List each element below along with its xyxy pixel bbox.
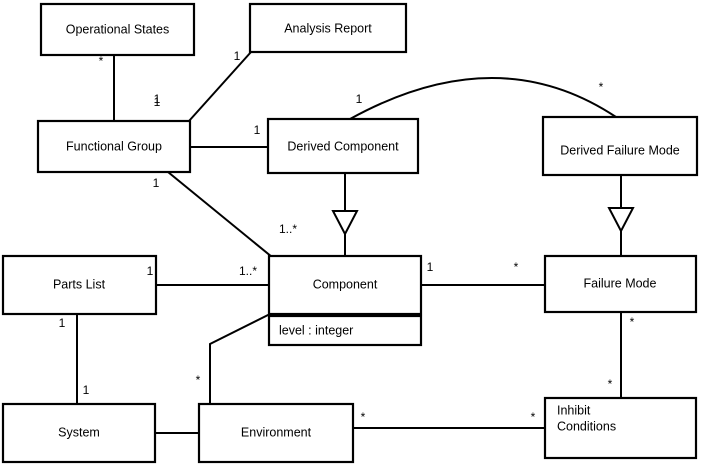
class-box-inhibit-conditions[interactable]: Inhibit Conditions — [543, 396, 698, 460]
association-derived-component-derived-failure-mode — [349, 77, 617, 120]
multiplicity-environment-to-inhibit: * — [361, 410, 366, 424]
class-box-analysis-report[interactable]: Analysis Report — [248, 2, 408, 54]
class-name-derived-failure-mode: Derived Failure Mode — [560, 143, 680, 157]
multiplicity-component-to-failure-mode: 1 — [427, 260, 434, 274]
multiplicity-operational-states-star: * — [99, 54, 104, 68]
class-name-parts-list: Parts List — [53, 277, 106, 291]
class-box-parts-list[interactable]: Parts List — [1, 254, 158, 316]
class-name-operational-states: Operational States — [66, 22, 170, 36]
multiplicity-failure-mode-from-component: * — [514, 260, 519, 274]
multiplicity-analysis-report-one: 1 — [234, 49, 241, 63]
class-box-functional-group[interactable]: Functional Group — [36, 119, 192, 174]
multiplicity-system-to-parts-list: 1 — [83, 383, 90, 397]
multiplicity-environment-to-component: * — [196, 373, 201, 387]
generalization-derived-failure-mode-failure-mode — [607, 175, 635, 256]
class-name-environment: Environment — [241, 425, 312, 439]
class-box-operational-states[interactable]: Operational States — [39, 2, 196, 57]
class-name-inhibit-conditions-line1: Inhibit — [557, 403, 591, 417]
multiplicity-arc-derived-failure-mode-star: * — [599, 80, 604, 94]
class-name-failure-mode: Failure Mode — [584, 276, 657, 290]
class-box-system[interactable]: System — [1, 402, 157, 464]
multiplicity-inhibit-from-failure-mode: * — [608, 377, 613, 391]
class-attribute-compartment-component — [267, 314, 423, 347]
association-functional-group-component — [167, 171, 273, 258]
class-name-system: System — [58, 425, 100, 439]
association-analysis-report-functional-group — [188, 51, 252, 122]
class-box-derived-failure-mode[interactable]: Derived Failure Mode — [541, 115, 699, 177]
class-name-component: Component — [313, 277, 378, 291]
multiplicity-functional-group-to-analysis-report: 1 — [154, 92, 161, 106]
multiplicity-failure-mode-to-inhibit: * — [630, 315, 635, 329]
class-attribute-component-level: level : integer — [279, 323, 353, 337]
class-box-failure-mode[interactable]: Failure Mode — [543, 254, 698, 314]
class-name-analysis-report: Analysis Report — [284, 21, 372, 35]
multiplicity-component-from-parts-list: 1..* — [239, 264, 257, 278]
multiplicity-derived-component-one: 1 — [254, 123, 261, 137]
multiplicity-arc-derived-component-one: 1 — [356, 92, 363, 106]
class-name-derived-component: Derived Component — [287, 139, 399, 153]
class-box-component[interactable]: Component level : integer — [267, 254, 423, 347]
class-name-functional-group: Functional Group — [66, 139, 162, 153]
multiplicity-inhibit-from-environment: * — [531, 410, 536, 424]
multiplicity-functional-group-to-component: 1 — [153, 176, 160, 190]
multiplicity-parts-list-one: 1 — [147, 264, 154, 278]
multiplicity-component-from-functional-group: 1..* — [279, 222, 297, 236]
class-box-environment[interactable]: Environment — [197, 402, 355, 464]
multiplicity-parts-list-to-system: 1 — [59, 316, 66, 330]
class-name-inhibit-conditions-line2: Conditions — [557, 419, 616, 433]
association-component-environment — [209, 313, 271, 404]
generalization-derived-component-component — [331, 173, 359, 256]
multiplicity-functional-group-to-operational-states: 1 — [154, 95, 161, 109]
class-box-derived-component[interactable]: Derived Component — [266, 117, 420, 175]
